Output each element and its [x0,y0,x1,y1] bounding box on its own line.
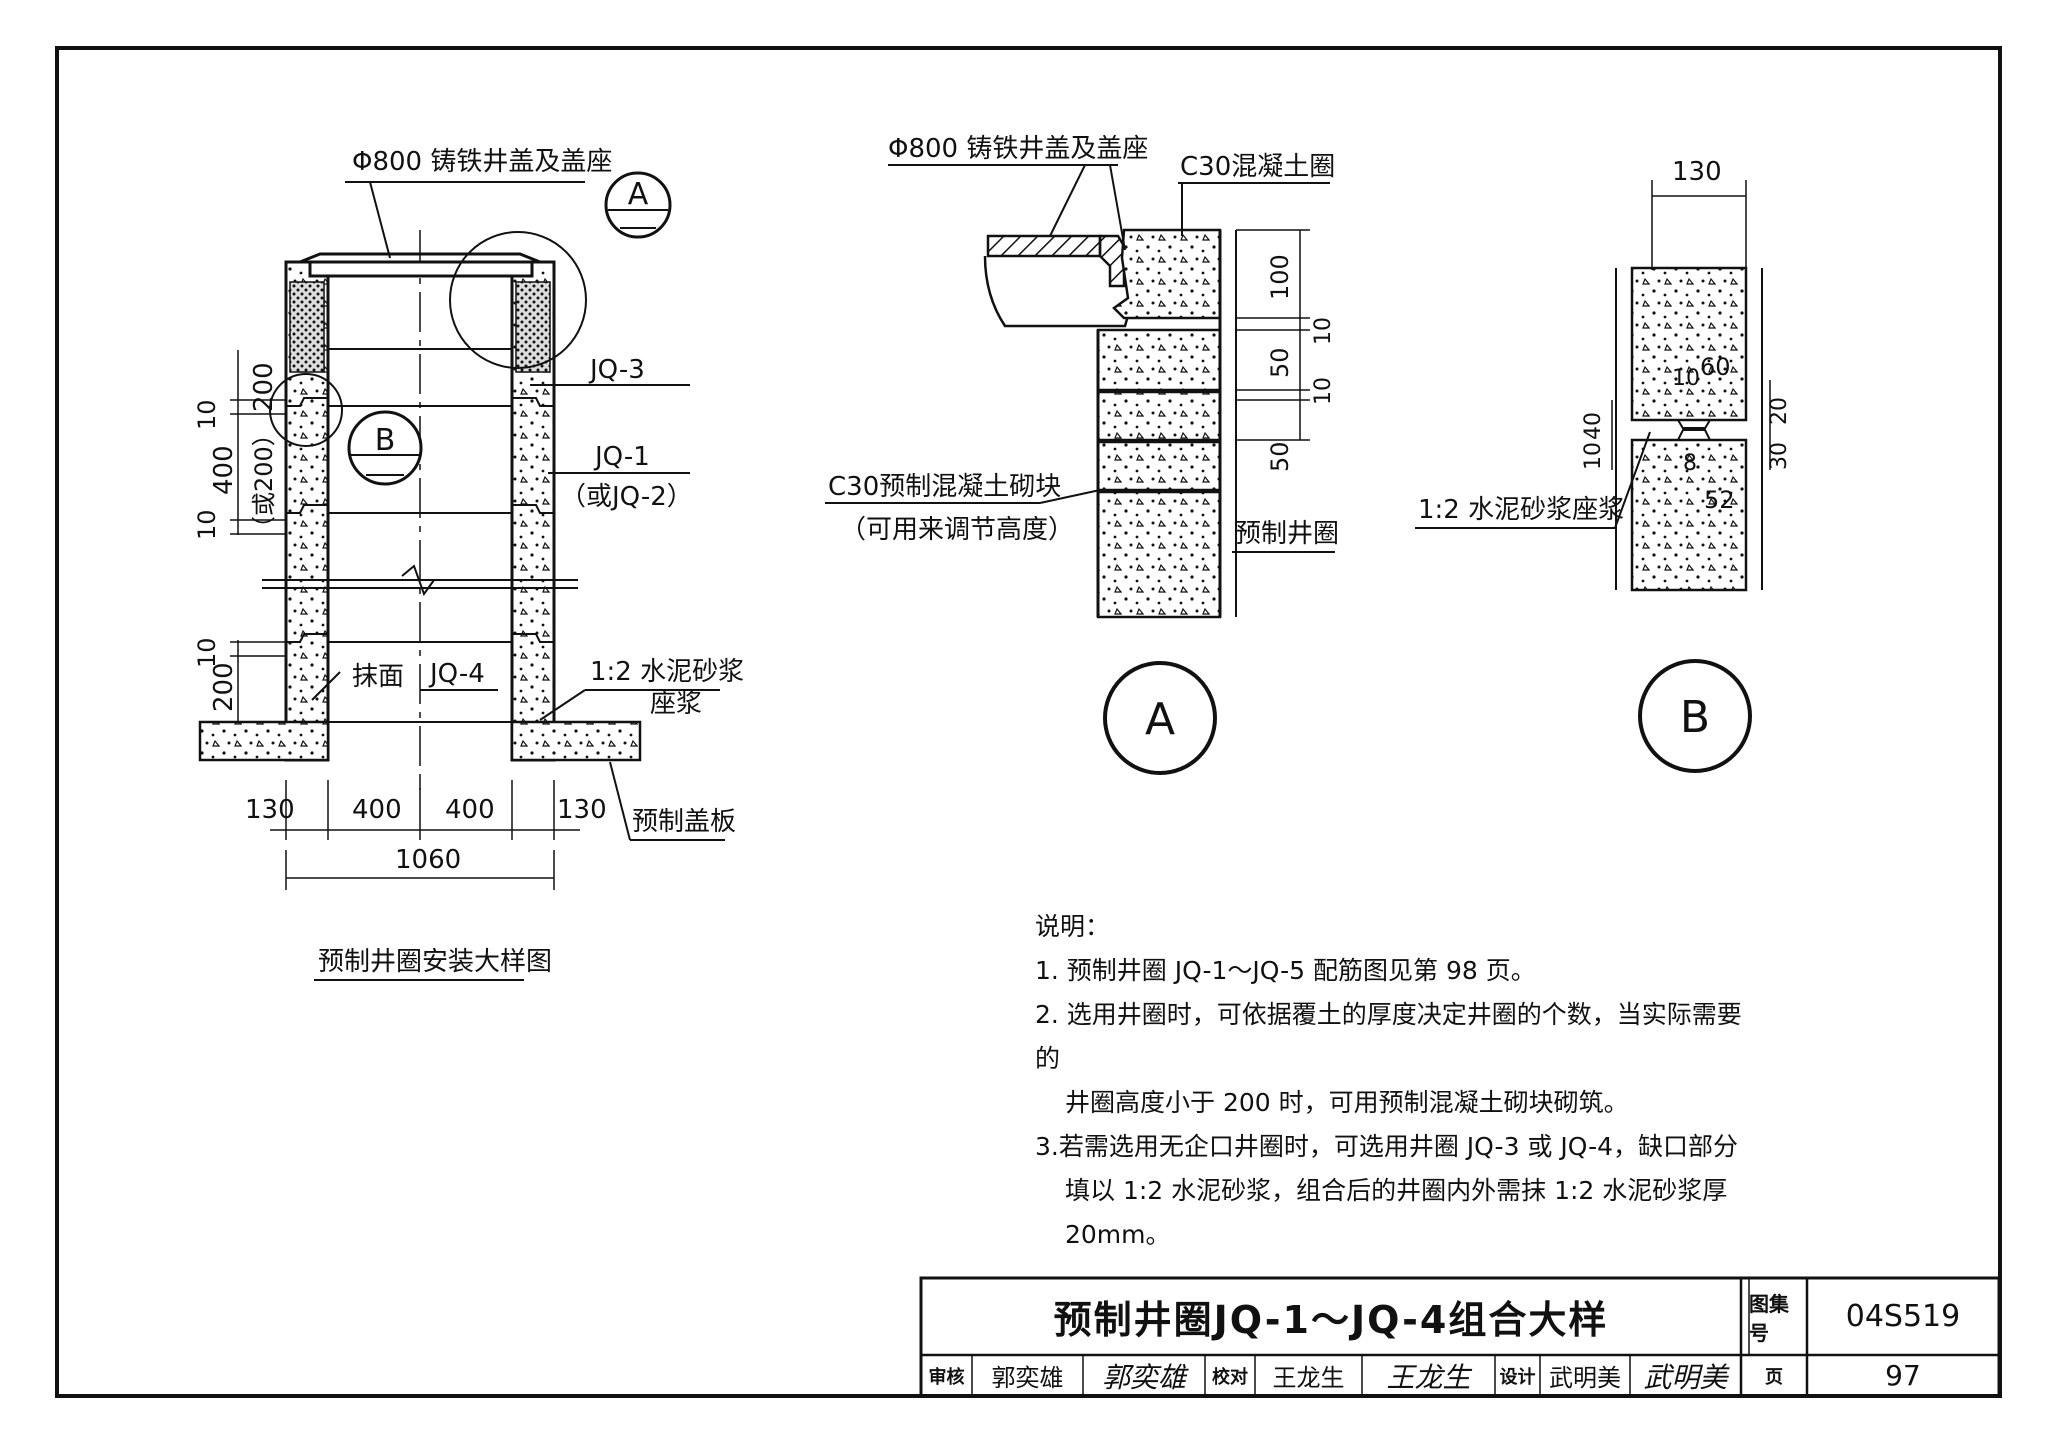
a-marker: A [1145,694,1175,745]
b-dim-20: 20 [1767,397,1792,425]
b-dim-52: 52 [1704,486,1735,514]
dim-10c: 10 [193,637,221,668]
reviewer-name: 郭奕雄 [991,1364,1064,1392]
drawing-title: 预制井圈JQ-1～JQ-4组合大样 [1053,1298,1609,1342]
detail-a: Φ800 铸铁井盖及盖座 C30混凝土圈 C30预制混凝土砌块 （可用来调节高度… [825,134,1339,775]
notes-block: 说明： 1. 预制井圈 JQ-1～JQ-5 配筋图见第 98 页。 2. 选用井… [1035,905,1755,1257]
a-block-note: （可用来调节高度） [840,515,1074,545]
b-dim-10: 10 [1672,366,1700,391]
jq1-alt-label: （或JQ-2） [560,482,693,512]
note-1: 1. 预制井圈 JQ-1～JQ-5 配筋图见第 98 页。 [1035,956,1536,985]
dim-1060: 1060 [395,845,461,875]
page-label: 页 [1765,1366,1783,1388]
title-block: 预制井圈JQ-1～JQ-4组合大样 图集号 04S519 审核 郭奕雄 郭奕雄 … [921,1278,1999,1396]
dim-10a: 10 [193,399,221,430]
dim-400: 400 [209,445,239,495]
jq4-label: JQ-4 [428,659,485,689]
plaster-label: 抹面 [352,662,404,692]
a-dim-10b: 10 [1311,377,1336,405]
a-dim-50a: 50 [1266,347,1294,378]
jq1-label: JQ-1 [593,442,650,472]
b-dim-8: 8 [1683,451,1697,476]
dim-130b: 130 [557,795,607,825]
a-dim-10a: 10 [1311,317,1336,345]
designer-name: 武明美 [1549,1364,1621,1392]
dim-400b: 400 [445,795,495,825]
cover-label: Φ800 铸铁井盖及盖座 [352,147,612,177]
set-number-label: 图集号 [1749,1291,1789,1345]
a-precast-label: 预制井圈 [1235,519,1339,549]
installation-detail: A B Φ800 铸铁井盖及盖座 JQ-3 JQ-1 （或JQ-2） 抹面 JQ… [193,147,744,981]
reviewer-signature: 郭奕雄 [1101,1360,1186,1394]
signature-row: 审核 郭奕雄 郭奕雄 校对 王龙生 王龙生 设计 武明美 武明美 页 97 [921,1355,1999,1396]
dim-or200: （或200） [250,422,278,540]
check-label: 校对 [1212,1366,1248,1388]
a-dim-100: 100 [1266,254,1294,300]
dim-400a: 400 [352,795,402,825]
cover-plate-label: 预制盖板 [632,807,736,837]
checker-signature: 王龙生 [1386,1360,1471,1394]
note-3b: 填以 1:2 水泥砂浆，组合后的井圈内外需抹 1:2 水泥砂浆厚20mm。 [1065,1176,1728,1249]
b-dim-10b: 10 [1581,442,1606,470]
b-dim-130: 130 [1672,157,1722,187]
a-cover-label: Φ800 铸铁井盖及盖座 [888,134,1148,164]
a-dim-50b: 50 [1266,441,1294,472]
review-label: 审核 [928,1366,965,1388]
notes-heading: 说明： [1035,912,1111,941]
designer-signature: 武明美 [1643,1360,1728,1394]
note-2a: 2. 选用井圈时，可依据覆土的厚度决定井圈的个数，当实际需要的 [1035,1000,1742,1073]
detail-b: 130 10 60 8 52 40 10 20 30 1:2 水泥砂浆座浆 B [1415,157,1792,773]
mortar-label-2: 座浆 [650,689,702,719]
note-3a: 3.若需选用无企口井圈时，可选用井圈 JQ-3 或 JQ-4，缺口部分 [1035,1132,1739,1161]
page-number: 97 [1885,1359,1921,1392]
dim-200: 200 [249,362,279,412]
b-marker: B [1680,692,1710,743]
dim-200b: 200 [209,662,239,712]
b-dim-60: 60 [1700,353,1731,381]
dim-10b: 10 [193,509,221,540]
design-label: 设计 [1499,1366,1536,1388]
checker-name: 王龙生 [1272,1364,1345,1392]
b-mortar-label: 1:2 水泥砂浆座浆 [1418,495,1624,525]
jq3-label: JQ-3 [588,355,645,385]
b-dim-40: 40 [1581,412,1606,440]
set-number: 04S519 [1845,1299,1961,1334]
a-ring-label: C30混凝土圈 [1180,152,1335,182]
a-block-label: C30预制混凝土砌块 [828,472,1061,502]
dim-130a: 130 [245,795,295,825]
callout-a-letter: A [628,177,649,212]
b-dim-30: 30 [1767,442,1792,470]
left-caption: 预制井圈安装大样图 [318,947,552,977]
title-block-frame [919,1276,2001,1398]
note-2b: 井圈高度小于 200 时，可用预制混凝土砌块砌筑。 [1065,1088,1629,1117]
callout-b-letter: B [375,423,396,458]
mortar-label: 1:2 水泥砂浆 [590,657,744,687]
